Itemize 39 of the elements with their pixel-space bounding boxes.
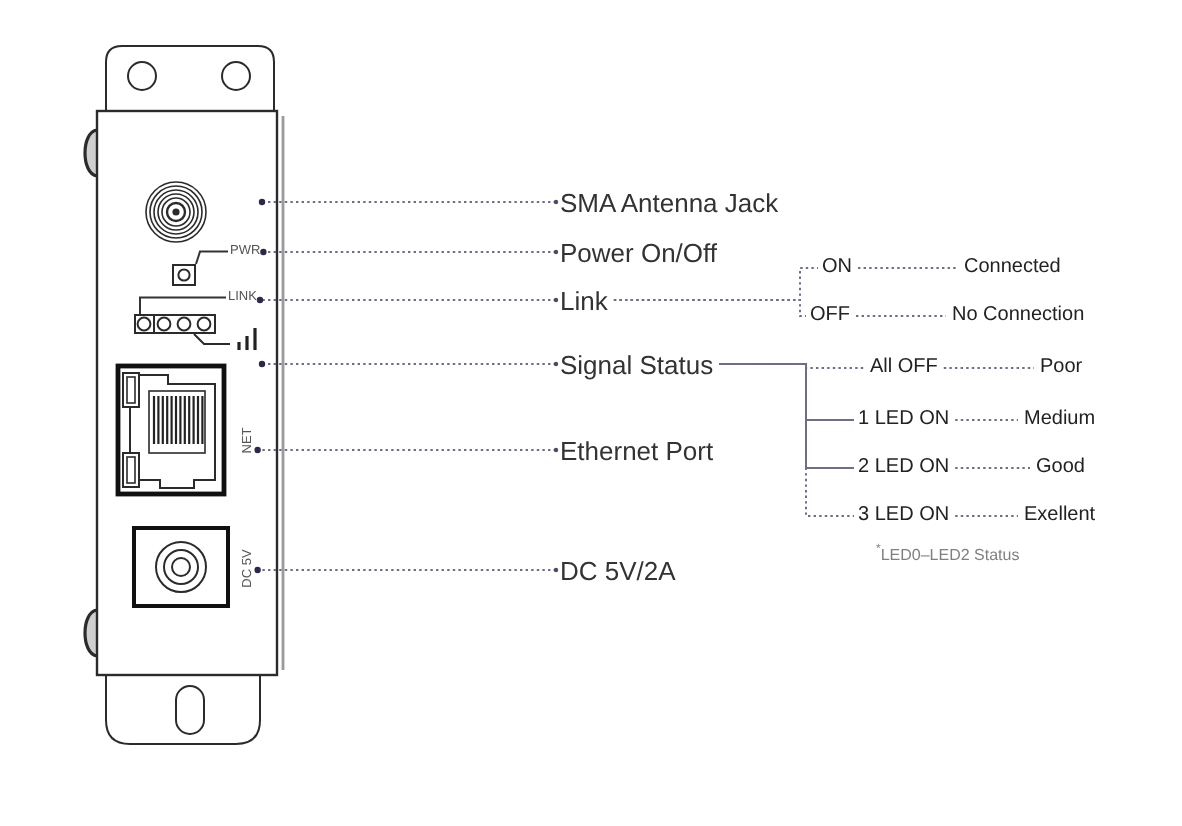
leader-line [254, 446, 559, 454]
status-label: 1 LED ON [858, 410, 950, 430]
leader-line [258, 360, 559, 368]
state-label: Connected [964, 258, 1061, 278]
connector-line [718, 363, 855, 517]
leader-line [258, 198, 559, 206]
leader-line [256, 296, 559, 304]
connector-line [612, 299, 807, 317]
leader-line [195, 250, 229, 265]
leader-line [139, 296, 227, 315]
status-label: All OFF [870, 358, 938, 378]
callout-label: Ethernet Port [560, 437, 714, 463]
callout-label: Link [560, 287, 608, 313]
connector-line [954, 467, 1031, 469]
status-label: 3 LED ON [858, 506, 950, 526]
state-label: No Connection [952, 306, 1085, 326]
leader-line [254, 566, 559, 574]
status-label: OFF [810, 306, 850, 326]
callout-label: SMA Antenna Jack [560, 189, 779, 215]
connector-line [857, 267, 959, 269]
status-label: 2 LED ON [858, 458, 950, 478]
connector-line [855, 315, 947, 317]
state-label: Good [1036, 458, 1085, 478]
leader-line [260, 248, 559, 256]
status-label: ON [822, 258, 852, 278]
state-label: Medium [1024, 410, 1096, 430]
connector-line [718, 363, 855, 469]
callout-label: Signal Status [560, 351, 714, 377]
callout-label: DC 5V/2A [560, 557, 676, 583]
power-button [172, 264, 196, 286]
led-indicators [134, 314, 216, 334]
connector-line [954, 515, 1019, 517]
connector-line [954, 419, 1019, 421]
state-label: Exellent [1024, 506, 1096, 526]
footnote: $^{*}$LED0–LED2 Status [876, 548, 1020, 564]
state-label: Poor [1040, 358, 1083, 378]
device-drawing [80, 44, 286, 746]
callout-label: Power On/Off [560, 239, 718, 265]
connector-line [942, 367, 1035, 369]
